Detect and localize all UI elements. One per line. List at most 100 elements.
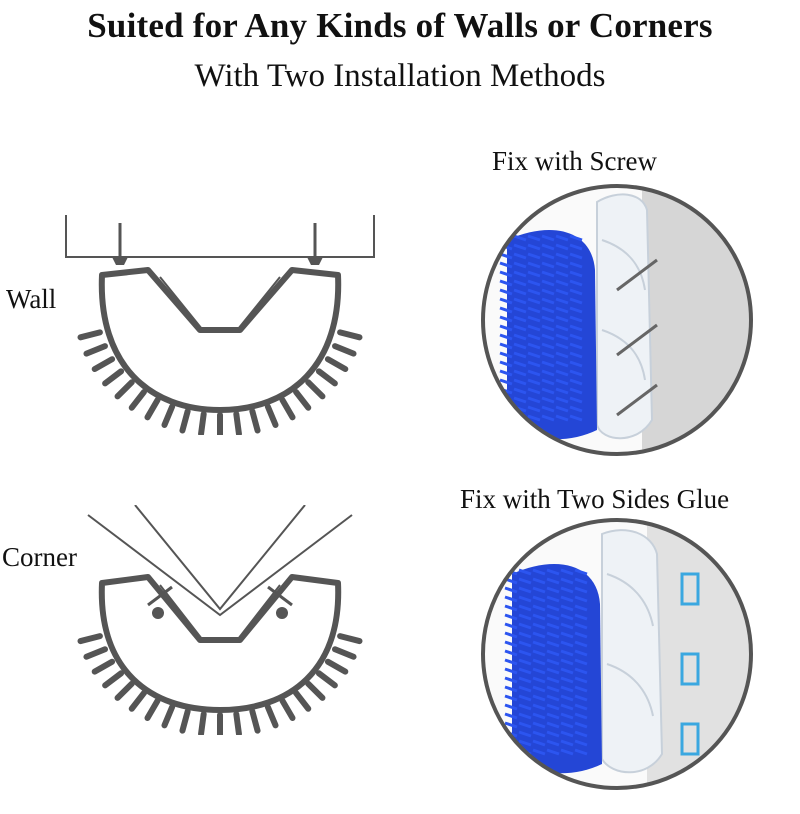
brush-spike — [555, 306, 569, 314]
brush-spike — [504, 712, 518, 720]
brush-spike — [574, 649, 588, 657]
brush-spike — [541, 324, 555, 332]
bristle — [337, 329, 363, 341]
brush-spike — [532, 640, 546, 648]
brush-spike — [555, 279, 569, 287]
brush-spike — [541, 234, 555, 242]
bristle — [114, 379, 135, 400]
brush-spike — [560, 613, 574, 621]
brush-spike — [532, 586, 546, 594]
screw-icon — [112, 223, 128, 265]
bristle — [315, 368, 338, 387]
brush-spike — [527, 297, 541, 305]
brush-spike — [513, 306, 527, 314]
brush-spike — [504, 631, 518, 639]
brush-spike — [555, 378, 569, 386]
brush-spike — [527, 396, 541, 404]
brush-spike — [518, 640, 532, 648]
page-title: Suited for Any Kinds of Walls or Corners — [87, 6, 713, 45]
brush-spike — [504, 649, 518, 657]
brush-spike — [527, 369, 541, 377]
brush-spike — [532, 721, 546, 729]
brush-spike — [574, 667, 588, 675]
brush-spike — [546, 703, 560, 711]
brush-spike — [527, 351, 541, 359]
bristle — [293, 388, 312, 411]
brush-spike — [574, 658, 588, 666]
brush-spike — [555, 351, 569, 359]
brush-spike — [560, 667, 574, 675]
brush-spike — [574, 604, 588, 612]
brush-spike — [499, 405, 513, 413]
bristle — [264, 403, 279, 428]
brush-spike — [504, 667, 518, 675]
brush-spike — [555, 414, 569, 422]
brush-spike — [532, 685, 546, 693]
bristle — [77, 633, 103, 645]
brush-spike — [569, 378, 583, 386]
brush-spike — [555, 333, 569, 341]
bristle — [128, 388, 147, 411]
brush-spike — [504, 703, 518, 711]
brush-spike — [527, 360, 541, 368]
brush-spike — [504, 685, 518, 693]
brush-spike — [569, 387, 583, 395]
brush-spike — [569, 333, 583, 341]
brush-spike — [527, 234, 541, 242]
brush-spike — [555, 297, 569, 305]
brush-spike — [555, 270, 569, 278]
brush-spike — [499, 279, 513, 287]
brush-spike — [532, 604, 546, 612]
brush-spike — [513, 288, 527, 296]
brush-spike — [513, 279, 527, 287]
bristle — [179, 408, 191, 434]
brush-spike — [513, 234, 527, 242]
screw-icon — [307, 223, 323, 265]
bristle — [305, 680, 326, 701]
bristle — [77, 329, 103, 341]
brush-spike — [546, 721, 560, 729]
brush-spike — [541, 297, 555, 305]
brush-spike — [569, 369, 583, 377]
brush-spike — [555, 405, 569, 413]
brush-spike — [499, 324, 513, 332]
brush-spike — [499, 369, 513, 377]
brush-spike — [569, 396, 583, 404]
brush-spike — [560, 730, 574, 738]
brush-spike — [541, 378, 555, 386]
brush-spike — [527, 414, 541, 422]
brush-spike — [569, 261, 583, 269]
brush-spike — [555, 387, 569, 395]
brush-spike — [504, 748, 518, 756]
bristle — [198, 411, 207, 435]
screw-method-label: Fix with Screw — [492, 146, 657, 176]
brush-spike — [518, 613, 532, 621]
brush-spike — [546, 586, 560, 594]
brush-spike — [518, 712, 532, 720]
brush-spike — [569, 279, 583, 287]
wall-label: Wall — [6, 284, 57, 314]
brush-spike — [527, 252, 541, 260]
bristle — [144, 397, 161, 421]
brush-spike — [513, 396, 527, 404]
brush-spike — [532, 739, 546, 747]
brush-spike — [555, 243, 569, 251]
brush-spike — [504, 622, 518, 630]
brush-spike — [518, 577, 532, 585]
brush-spike — [541, 279, 555, 287]
bristle — [179, 708, 191, 734]
brush-spike — [560, 622, 574, 630]
brush-spike — [560, 739, 574, 747]
bristle — [293, 689, 312, 712]
brush-spike — [574, 631, 588, 639]
brush-spike — [574, 613, 588, 621]
brush-spike — [546, 604, 560, 612]
brush-spike — [541, 252, 555, 260]
brush-spike — [518, 631, 532, 639]
brush-spike — [555, 324, 569, 332]
brush-spike — [513, 297, 527, 305]
brush-spike — [527, 333, 541, 341]
brush-spike — [560, 685, 574, 693]
brush-spike — [499, 360, 513, 368]
brush-spike — [527, 279, 541, 287]
